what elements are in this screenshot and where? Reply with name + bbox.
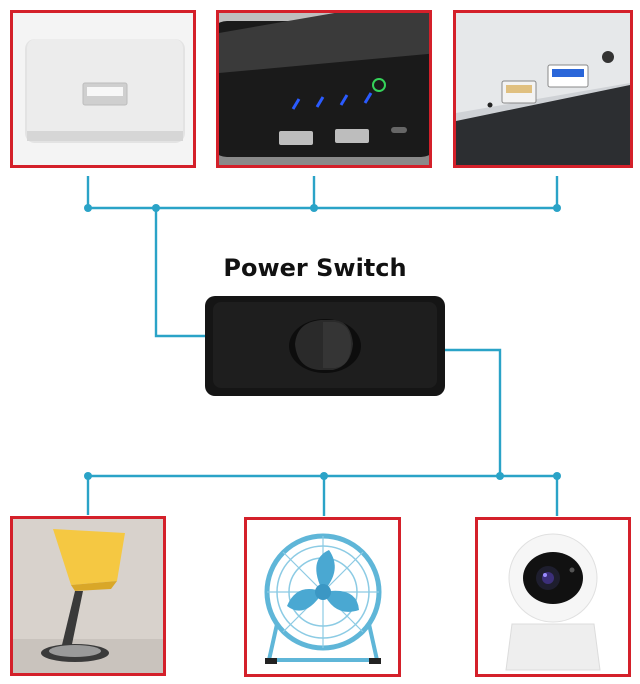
- power-bank-icon: [219, 13, 429, 165]
- power-bank-frame: [216, 10, 432, 168]
- security-camera-frame: [475, 517, 631, 677]
- desk-lamp-frame: [10, 516, 166, 676]
- security-camera-icon: [478, 520, 628, 674]
- desk-lamp-icon: [13, 519, 163, 673]
- rocker-switch-icon: [205, 296, 445, 396]
- diagram-title: Power Switch: [223, 254, 407, 282]
- desk-fan-icon: [247, 520, 398, 674]
- computer-usb-port-icon: [456, 13, 630, 165]
- usb-wall-charger-icon: [13, 13, 193, 165]
- wall-charger-frame: [10, 10, 196, 168]
- desk-fan-frame: [244, 517, 401, 677]
- computer-usb-ports-frame: [453, 10, 633, 168]
